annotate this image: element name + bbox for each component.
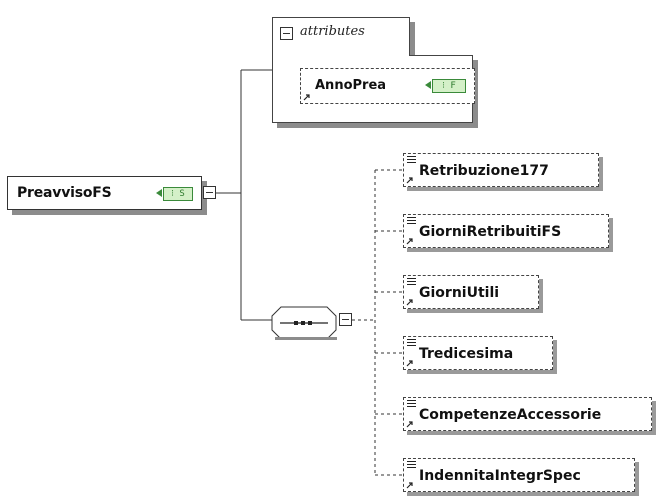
child-element-retribuzione177[interactable]: Retribuzione177	[403, 153, 599, 187]
element-content-icon	[407, 461, 416, 470]
element-content-icon	[407, 278, 416, 287]
element-content-icon	[407, 339, 416, 348]
sequence-shadow	[275, 337, 337, 340]
child-element-tredicesima[interactable]: Tredicesima	[403, 336, 553, 370]
element-content-icon	[407, 156, 416, 165]
type-arrow-icon	[156, 189, 162, 197]
child-element-label: CompetenzeAccessorie	[419, 407, 602, 423]
child-element-competenzeaccessorie[interactable]: CompetenzeAccessorie	[403, 397, 652, 431]
simple-type-badge: ⁝ S	[163, 187, 193, 201]
child-element-label: GiorniRetribuitiFS	[419, 224, 562, 240]
attributes-tab: attributes	[272, 17, 410, 56]
attribute-type-badge: ⁝ F	[432, 79, 466, 93]
child-element-indennitaintegrspec[interactable]: IndennitaIntegrSpec	[403, 458, 635, 492]
optional-arrow-icon	[406, 421, 413, 428]
collapse-toggle-icon[interactable]	[203, 186, 216, 199]
optional-arrow-icon	[303, 94, 310, 101]
sequence-compositor[interactable]	[271, 306, 337, 340]
child-element-label: Tredicesima	[419, 346, 514, 362]
child-element-label: Retribuzione177	[419, 163, 549, 179]
element-content-icon	[407, 400, 416, 409]
optional-arrow-icon	[406, 299, 413, 306]
sequence-collapse-icon[interactable]	[339, 313, 352, 326]
root-element-label: PreavvisoFS	[17, 185, 112, 201]
attributes-label: attributes	[300, 24, 365, 39]
optional-arrow-icon	[406, 238, 413, 245]
child-element-giorniretribuitifs[interactable]: GiorniRetribuitiFS	[403, 214, 609, 248]
attribute-label: AnnoPrea	[315, 78, 387, 93]
child-element-label: IndennitaIntegrSpec	[419, 468, 581, 484]
attributes-divider	[409, 55, 473, 56]
element-content-icon	[407, 217, 416, 226]
type-arrow-icon	[425, 81, 431, 89]
optional-arrow-icon	[406, 177, 413, 184]
child-element-giorniutili[interactable]: GiorniUtili	[403, 275, 539, 309]
optional-arrow-icon	[406, 360, 413, 367]
attributes-collapse-icon[interactable]	[280, 27, 293, 40]
optional-arrow-icon	[406, 482, 413, 489]
child-element-label: GiorniUtili	[419, 285, 500, 301]
root-element[interactable]: PreavvisoFS ⁝ S	[7, 176, 202, 210]
attribute-anno-prea[interactable]: AnnoPrea ⁝ F	[300, 68, 475, 104]
